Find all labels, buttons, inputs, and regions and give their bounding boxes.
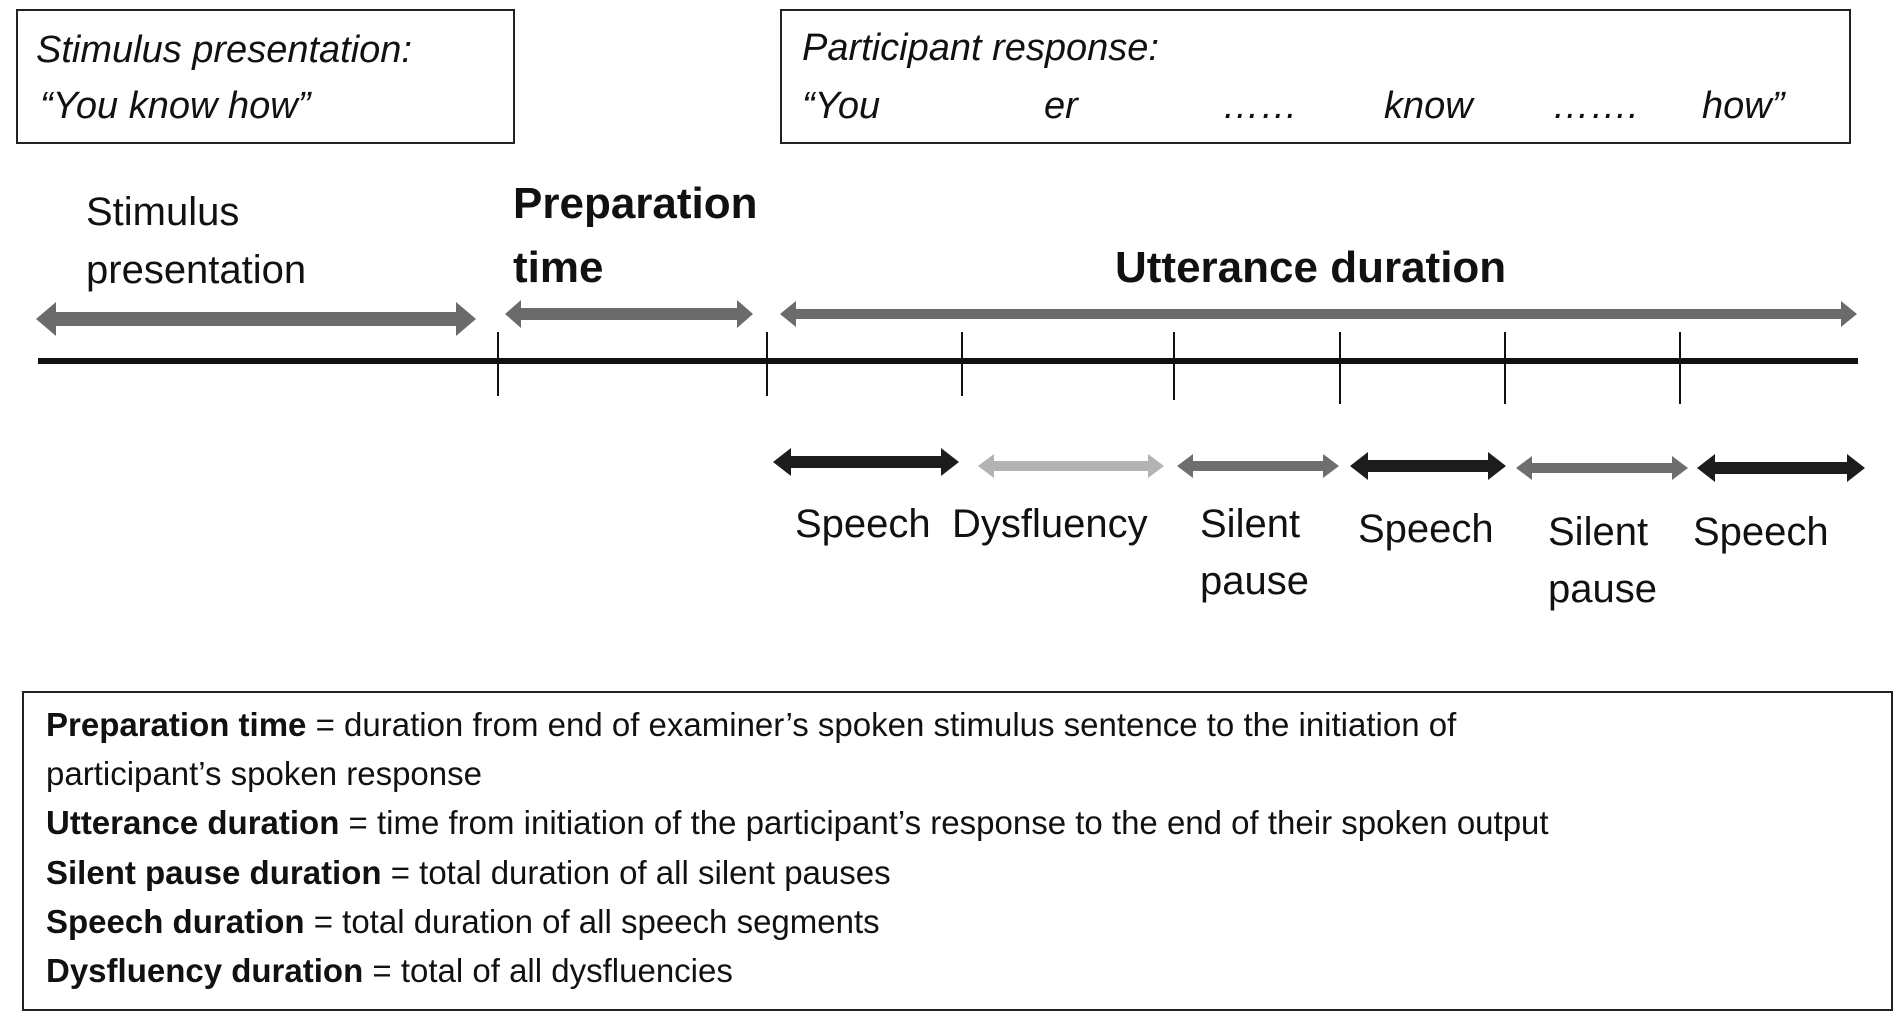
response-word-2: er [1044, 85, 1078, 127]
response-word-5: ……. [1552, 85, 1639, 127]
utterance-arrow [780, 301, 1857, 327]
definition-preparation-time: Preparation time = duration from end of … [46, 705, 1456, 745]
preparation-arrow [505, 300, 753, 328]
response-box-title: Participant response: [802, 27, 1159, 69]
stimulus-presentation-label-1: Stimulus [86, 190, 240, 234]
stimulus-arrow [36, 302, 476, 336]
segment-arrow-speech-2 [1350, 452, 1506, 480]
response-word-4: know [1384, 85, 1473, 127]
preparation-time-label-2: time [513, 243, 604, 292]
segment-arrow-silent-pause-1 [1177, 454, 1339, 478]
definition-speech-duration: Speech duration = total duration of all … [46, 902, 880, 942]
segment-arrow-speech-1 [773, 448, 959, 476]
segment-label-silent-pause-1a: Silent [1200, 502, 1301, 546]
preparation-time-label-1: Preparation [513, 179, 758, 228]
definition-silent-pause-duration: Silent pause duration = total duration o… [46, 853, 891, 893]
definition-term: Preparation time [46, 706, 307, 743]
definition-text: participant’s spoken response [46, 755, 482, 792]
definition-term: Dysfluency duration [46, 952, 364, 989]
definition-term: Utterance duration [46, 804, 340, 841]
definition-dysfluency-duration: Dysfluency duration = total of all dysfl… [46, 951, 733, 991]
definition-preparation-time-cont: participant’s spoken response [46, 754, 482, 794]
stimulus-box: Stimulus presentation: “You know how” [16, 9, 515, 144]
response-word-3: …… [1222, 85, 1298, 127]
stimulus-box-sentence: “You know how” [40, 85, 311, 127]
response-word-6: how” [1702, 85, 1785, 127]
segment-label-silent-pause-1b: pause [1200, 559, 1309, 603]
segment-label-speech-3: Speech [1693, 510, 1829, 554]
definition-utterance-duration: Utterance duration = time from initiatio… [46, 803, 1549, 843]
segment-arrow-speech-3 [1697, 454, 1865, 482]
utterance-duration-label: Utterance duration [1115, 243, 1507, 292]
definition-text: = total of all dysfluencies [363, 952, 733, 989]
definition-term: Silent pause duration [46, 854, 382, 891]
segment-label-silent-pause-2a: Silent [1548, 510, 1649, 554]
definition-text: = total duration of all speech segments [304, 903, 880, 940]
segment-arrow-dysfluency [978, 454, 1164, 478]
response-box: Participant response: “You er …… know ……… [780, 9, 1851, 144]
definition-term: Speech duration [46, 903, 305, 940]
segment-arrow-silent-pause-2 [1516, 456, 1688, 480]
definition-text: = time from initiation of the participan… [339, 804, 1549, 841]
segment-label-speech-1: Speech [795, 502, 931, 546]
segment-label-dysfluency: Dysfluency [952, 502, 1148, 546]
timeline-diagram [36, 300, 1865, 482]
stimulus-presentation-label-2: presentation [86, 248, 307, 292]
definition-text: = total duration of all silent pauses [381, 854, 891, 891]
segment-label-speech-2: Speech [1358, 507, 1494, 551]
definition-text: = duration from end of examiner’s spoken… [306, 706, 1457, 743]
response-word-1: “You [802, 85, 881, 127]
stimulus-box-title: Stimulus presentation: [36, 29, 412, 71]
definitions-box: Preparation time = duration from end of … [22, 691, 1893, 1011]
segment-label-silent-pause-2b: pause [1548, 567, 1657, 611]
